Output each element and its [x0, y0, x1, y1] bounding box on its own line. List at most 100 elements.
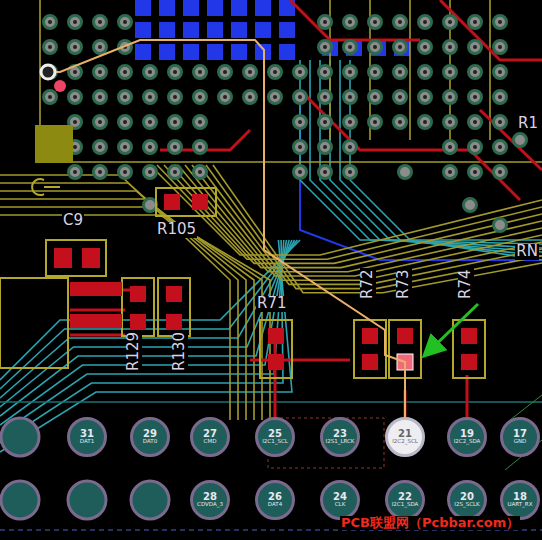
part-designator: R1: [517, 116, 539, 132]
bga-via: [369, 66, 382, 79]
via-hole: [98, 45, 102, 49]
via-hole: [373, 70, 377, 74]
signal-name: I2C2_SDA: [454, 439, 481, 445]
copper-square: [183, 0, 199, 16]
copper-square: [255, 22, 271, 38]
connector-pad: 25I2C1_SCL: [255, 417, 295, 457]
via-hole: [498, 20, 502, 24]
via-hole: [373, 95, 377, 99]
bga-via: [469, 66, 482, 79]
bga-via: [469, 141, 482, 154]
via-hole: [448, 45, 452, 49]
connector-pad: 17GND: [500, 417, 540, 457]
copper-square: [231, 44, 247, 60]
bga-via: [69, 16, 82, 29]
via-hole: [48, 95, 52, 99]
bga-via: [394, 16, 407, 29]
connector-pad: 23I2S1_LRCK: [320, 417, 360, 457]
via-hole: [148, 95, 152, 99]
bga-via: [294, 116, 307, 129]
component-outlines: [0, 188, 485, 378]
via-hole: [373, 45, 377, 49]
bga-via: [244, 91, 257, 104]
via-hole: [123, 120, 127, 124]
copper-square: [207, 22, 223, 38]
bga-via: [219, 66, 232, 79]
signal-name: CDVDA_3: [197, 502, 223, 508]
bga-via: [369, 16, 382, 29]
bga-via: [444, 91, 457, 104]
bga-via: [69, 166, 82, 179]
bga-via: [94, 91, 107, 104]
connector-pad: 24CLK: [320, 480, 360, 520]
bga-via: [194, 66, 207, 79]
signal-name: I2C1_SCL: [262, 439, 288, 445]
via-hole: [423, 20, 427, 24]
via-hole: [298, 95, 302, 99]
via-hole: [423, 95, 427, 99]
via-hole: [398, 20, 402, 24]
teal-trace: [330, 60, 542, 252]
bga-via: [344, 91, 357, 104]
bga-via: [44, 41, 57, 54]
bga-vias: [44, 16, 527, 232]
bga-via: [369, 41, 382, 54]
pin-number: 22: [398, 492, 412, 503]
via-hole: [348, 95, 352, 99]
polarity-mark: [32, 179, 60, 195]
via-hole: [298, 120, 302, 124]
bga-via: [444, 166, 457, 179]
via-hole: [273, 95, 277, 99]
via-hole: [423, 70, 427, 74]
via-hole: [473, 145, 477, 149]
via-hole: [298, 70, 302, 74]
signal-name: I2S1_LRCK: [326, 439, 355, 445]
signal-name: GND: [514, 439, 527, 445]
bga-via: [169, 166, 182, 179]
via-hole: [323, 95, 327, 99]
olive-trace: [157, 165, 542, 259]
copper-square: [135, 0, 151, 16]
pin-number: 24: [333, 492, 347, 503]
bga-via: [444, 141, 457, 154]
via-hole: [473, 95, 477, 99]
copper-square: [231, 0, 247, 16]
via-hole: [73, 145, 77, 149]
via-hole: [498, 145, 502, 149]
via-hole: [98, 120, 102, 124]
bga-via: [344, 116, 357, 129]
bga-via: [469, 116, 482, 129]
via-hole: [323, 145, 327, 149]
via-hole: [498, 70, 502, 74]
bga-via: [294, 166, 307, 179]
signal-name: DAT0: [143, 439, 157, 445]
bga-via: [419, 116, 432, 129]
via-hole: [473, 70, 477, 74]
bga-via: [394, 66, 407, 79]
bga-via: [419, 91, 432, 104]
via-hole: [198, 120, 202, 124]
connector-pad: 21I2C2_SCL: [385, 417, 425, 457]
via-hole: [198, 145, 202, 149]
bga-via: [319, 116, 332, 129]
pin-number: 31: [80, 429, 94, 440]
pin-number: 29: [143, 429, 157, 440]
bga-via: [319, 16, 332, 29]
via-hole: [148, 70, 152, 74]
via-hole: [473, 45, 477, 49]
part-designator: R72: [360, 268, 376, 300]
via-hole: [148, 145, 152, 149]
olive-trace: [0, 215, 270, 420]
unlabeled-pad: [131, 481, 169, 519]
olive-trace: [178, 165, 542, 272]
via-hole: [323, 20, 327, 24]
bga-via: [119, 166, 132, 179]
via-hole: [373, 20, 377, 24]
via-hole: [73, 170, 77, 174]
bga-via: [444, 16, 457, 29]
part-designator: R74: [458, 268, 474, 300]
bga-via: [399, 166, 412, 179]
via-hole: [448, 70, 452, 74]
bga-via: [94, 116, 107, 129]
